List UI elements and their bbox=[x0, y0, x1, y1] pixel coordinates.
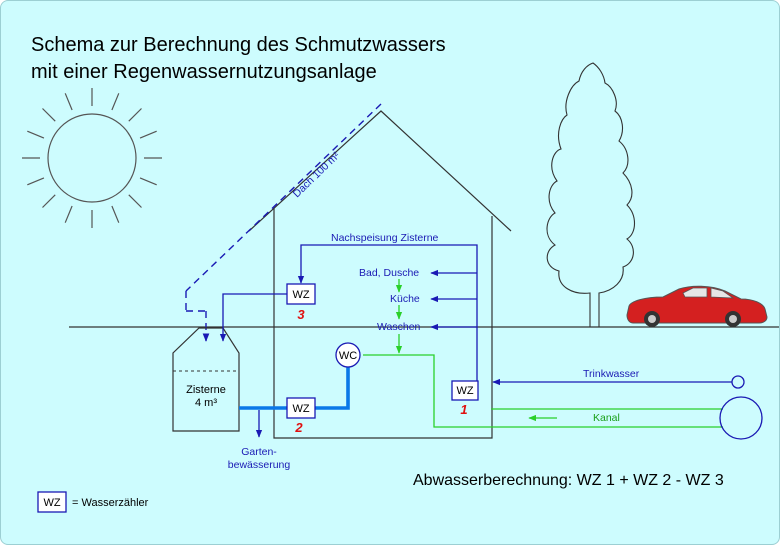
sun-ray bbox=[42, 108, 56, 122]
label-waschen: Waschen bbox=[377, 321, 421, 333]
label-nachspeisung: Nachspeisung Zisterne bbox=[331, 232, 439, 244]
cistern: Zisterne 4 m³ bbox=[172, 327, 240, 432]
legend: WZ = Wasserzähler bbox=[37, 491, 149, 513]
wc-symbol bbox=[335, 342, 361, 368]
label-trinkwasser: Trinkwasser bbox=[583, 368, 640, 380]
label-garten-1: Garten- bbox=[241, 446, 277, 458]
drinking-water-pipe bbox=[492, 375, 745, 389]
wc-label: WC bbox=[339, 350, 357, 362]
sun-icon bbox=[22, 88, 162, 228]
garden-pipe bbox=[239, 367, 350, 410]
meter-wz1-number: 1 bbox=[460, 402, 467, 417]
supply-branches bbox=[430, 269, 477, 331]
meter-wz2-number: 2 bbox=[294, 420, 303, 435]
legend-text: = Wasserzähler bbox=[72, 497, 149, 509]
tree-icon bbox=[546, 62, 636, 327]
cistern-volume: 4 m³ bbox=[195, 397, 217, 409]
meter-wz3-number: 3 bbox=[297, 307, 305, 322]
meter-wz1-label: WZ bbox=[456, 385, 473, 397]
sun-ray bbox=[111, 93, 120, 111]
roof-gutter bbox=[185, 103, 382, 342]
house bbox=[248, 110, 512, 439]
label-garten-2: bewässerung bbox=[228, 459, 291, 471]
diagram-title-line2: mit einer Regenwassernutzungsanlage bbox=[31, 61, 377, 83]
meter-wz3-label: WZ bbox=[292, 289, 309, 301]
roof-label: Dach 100 m² bbox=[291, 149, 343, 200]
waste-pipes bbox=[363, 279, 723, 428]
label-bad-dusche: Bad, Dusche bbox=[359, 267, 419, 279]
legend-box-label: WZ bbox=[43, 497, 60, 509]
meter-wz3: WZ 3 bbox=[286, 283, 316, 322]
cistern-name: Zisterne bbox=[186, 384, 226, 396]
sun-ray bbox=[139, 130, 157, 139]
refill-pipe bbox=[219, 244, 478, 383]
car-icon bbox=[626, 285, 768, 327]
sun-ray bbox=[27, 177, 45, 186]
diagram-title-line1: Schema zur Berechnung des Schmutzwassers bbox=[31, 34, 446, 56]
sun-ray bbox=[128, 108, 142, 122]
sewer-connection bbox=[719, 396, 763, 440]
sun-ray bbox=[111, 205, 120, 223]
sun-ray bbox=[64, 205, 73, 223]
label-kanal: Kanal bbox=[593, 412, 620, 424]
meter-wz1: WZ 1 bbox=[451, 380, 479, 417]
sun-ray bbox=[42, 194, 56, 208]
meter-wz2-label: WZ bbox=[292, 403, 309, 415]
label-kueche: Küche bbox=[390, 293, 420, 305]
sun-ray bbox=[128, 194, 142, 208]
meter-wz2: WZ 2 bbox=[286, 397, 316, 435]
sun-ray bbox=[27, 130, 45, 139]
formula-text: Abwasserberechnung: WZ 1 + WZ 2 - WZ 3 bbox=[413, 472, 724, 489]
sun-ray bbox=[139, 177, 157, 186]
sun-ray bbox=[64, 93, 73, 111]
